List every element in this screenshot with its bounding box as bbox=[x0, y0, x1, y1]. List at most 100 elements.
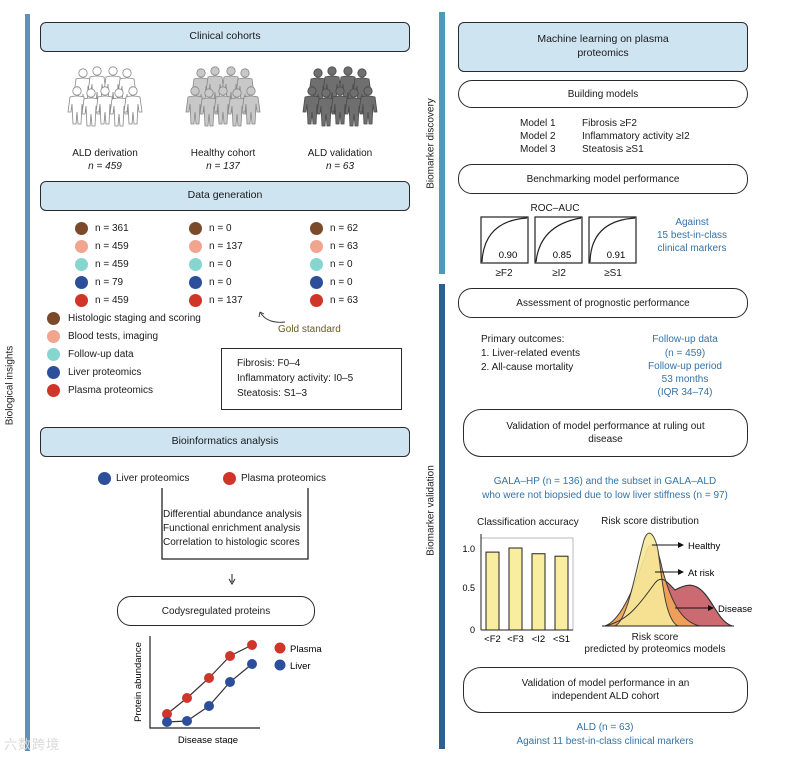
bar-label-3: <I2 bbox=[532, 634, 545, 644]
datagen-dot-1-5 bbox=[75, 294, 88, 307]
bar-2 bbox=[508, 547, 523, 631]
roc-value-f2: 0.90 bbox=[499, 250, 518, 261]
legend-liver: Liver proteomics bbox=[68, 367, 142, 378]
datagen-n-1-5: n = 459 bbox=[95, 295, 129, 306]
roc-value-i2: 0.85 bbox=[553, 250, 572, 261]
datagen-dot-2-4 bbox=[189, 276, 202, 289]
datagen-dot-2-1 bbox=[189, 222, 202, 235]
plot-legend-liver: Liver bbox=[290, 661, 311, 672]
followup-1: Follow-up data bbox=[652, 334, 718, 345]
biomarker-discovery-label: Biomarker discovery bbox=[425, 98, 437, 189]
ytick-1: 1.0 bbox=[462, 544, 475, 554]
roc-curves: 0.90 0.85 0.91 bbox=[480, 216, 637, 264]
healthy-label: Healthy bbox=[688, 541, 720, 552]
ml-header-text: Machine learning on plasma proteomics bbox=[537, 33, 669, 59]
roc-label-i2: ≥I2 bbox=[552, 268, 566, 279]
datagen-n-3-4: n = 0 bbox=[330, 277, 353, 288]
score-ranges-box: Fibrosis: F0–4 Inflammatory activity: I0… bbox=[221, 348, 402, 410]
ald-footer-1: ALD (n = 63) bbox=[576, 722, 634, 733]
datagen-dot-2-5 bbox=[189, 294, 202, 307]
legend-plasma: Plasma proteomics bbox=[68, 385, 154, 396]
score-inflammatory: Inflammatory activity: I0–5 bbox=[237, 373, 354, 384]
gold-standard-arrow bbox=[258, 311, 286, 323]
classification-chart: 1.0 0.5 0 <F2<F3<I2<S1 bbox=[462, 534, 574, 644]
analysis-differential: Differential abundance analysis bbox=[163, 509, 302, 520]
datagen-dot-3-2 bbox=[310, 240, 323, 253]
watermark: 六数跨境 bbox=[4, 737, 61, 752]
validation-ruleout-box: Validation of model performance at rulin… bbox=[463, 409, 748, 457]
biomarker-validation-label: Biomarker validation bbox=[425, 465, 437, 556]
biological-insights-label: Biological insights bbox=[4, 345, 16, 426]
against-2: 15 best-in-class bbox=[656, 230, 728, 241]
biomarker-validation-rail bbox=[439, 284, 445, 749]
plot-axes bbox=[149, 636, 260, 729]
datagen-n-3-3: n = 0 bbox=[330, 259, 353, 270]
bar-4 bbox=[554, 555, 569, 631]
gala-line-2: who were not biopsied due to low liver s… bbox=[482, 490, 728, 501]
datagen-n-3-5: n = 63 bbox=[330, 295, 359, 306]
gala-line-1: GALA–HP (n = 136) and the subset in GALA… bbox=[493, 476, 717, 487]
followup-5: (IQR 34–74) bbox=[657, 387, 713, 398]
datagen-n-2-5: n = 137 bbox=[209, 295, 243, 306]
roc-label-s1: ≥S1 bbox=[604, 268, 622, 279]
outcomes-title: Primary outcomes: bbox=[481, 334, 565, 345]
plot-legend-liver-dot bbox=[274, 659, 286, 671]
model-3-target: Steatosis ≥S1 bbox=[582, 144, 644, 155]
bioinformatics-header: Bioinformatics analysis bbox=[40, 427, 410, 457]
roc-value-s1: 0.91 bbox=[607, 250, 626, 261]
disease-label: Disease bbox=[718, 604, 752, 615]
prognostic-box: Assessment of prognostic performance bbox=[458, 288, 748, 318]
roc-label-f2: ≥F2 bbox=[495, 268, 513, 279]
bioinf-liver-dot bbox=[98, 472, 111, 485]
cohort-name-3: ALD validation bbox=[307, 148, 373, 159]
datagen-n-2-3: n = 0 bbox=[209, 259, 232, 270]
analysis-functional: Functional enrichment analysis bbox=[163, 523, 301, 534]
ald-footer-2: Against 11 best-in-class clinical marker… bbox=[516, 736, 694, 747]
against-3: clinical markers bbox=[657, 243, 727, 254]
bar-3 bbox=[531, 553, 546, 631]
datagen-n-1-4: n = 79 bbox=[95, 277, 124, 288]
plot-ylabel: Protein abundance bbox=[133, 642, 144, 722]
cohort-name-1: ALD derivation bbox=[72, 148, 138, 159]
bioinf-liver-label: Liver proteomics bbox=[116, 473, 190, 484]
plot-xlabel: Disease stage bbox=[178, 735, 238, 744]
building-models-box: Building models bbox=[458, 80, 748, 108]
legend-dot-liver bbox=[47, 366, 60, 379]
bar-label-1: <F2 bbox=[484, 634, 501, 644]
model-3-name: Model 3 bbox=[520, 144, 556, 155]
cohort-n-3: n = 63 bbox=[325, 161, 355, 172]
data-generation-header: Data generation bbox=[40, 181, 410, 211]
classification-title: Classification accuracy bbox=[477, 517, 579, 528]
cohort-name-2: Healthy cohort bbox=[190, 148, 256, 159]
validation-ald-text: Validation of model performance in an in… bbox=[521, 678, 690, 702]
clinical-cohorts-header: Clinical cohorts bbox=[40, 22, 410, 52]
ald-derivation-people bbox=[68, 67, 142, 126]
roc-curve-s1 bbox=[588, 216, 637, 264]
protein-abundance-plot: Protein abundance Disease stage Plasma L… bbox=[133, 636, 322, 744]
datagen-dot-3-5 bbox=[310, 294, 323, 307]
ytick-0: 0 bbox=[470, 625, 475, 635]
analysis-correlation: Correlation to histologic scores bbox=[163, 537, 300, 548]
atrisk-label: At risk bbox=[688, 568, 715, 579]
followup-3: Follow-up period bbox=[648, 361, 722, 372]
datagen-dot-1-3 bbox=[75, 258, 88, 271]
codysregulated-proteins-box: Codysregulated proteins bbox=[117, 596, 315, 626]
roc-curve-i2 bbox=[534, 216, 583, 264]
cohort-n-2: n = 137 bbox=[206, 161, 240, 172]
benchmarking-box: Benchmarking model performance bbox=[458, 164, 748, 194]
biological-insights-rail bbox=[25, 14, 30, 751]
plot-legend-plasma: Plasma bbox=[290, 644, 322, 655]
datagen-n-3-1: n = 62 bbox=[330, 223, 359, 234]
model-2-name: Model 2 bbox=[520, 131, 556, 142]
outcome-1: 1. Liver-related events bbox=[481, 348, 580, 359]
bioinf-bracket bbox=[161, 488, 309, 585]
score-steatosis: Steatosis: S1–3 bbox=[237, 388, 308, 399]
cohort-n-1: n = 459 bbox=[88, 161, 122, 172]
bioinf-plasma-dot bbox=[223, 472, 236, 485]
ytick-05: 0.5 bbox=[462, 583, 475, 593]
datagen-n-1-3: n = 459 bbox=[95, 259, 129, 270]
roc-title: ROC–AUC bbox=[530, 203, 580, 214]
validation-ruleout-text: Validation of model performance at rulin… bbox=[506, 421, 705, 445]
healthy-cohort-people bbox=[186, 67, 260, 126]
datagen-n-1-1: n = 361 bbox=[95, 223, 129, 234]
